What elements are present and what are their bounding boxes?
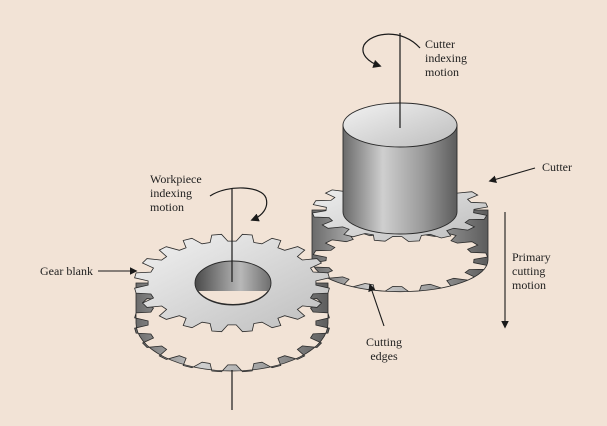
- workpiece-rotation-arrow: [209, 187, 268, 222]
- primary-cutting-line-2: cutting: [512, 264, 546, 278]
- cutting-edges-line-2: edges: [370, 349, 398, 363]
- cutter-rotation-arrow: [362, 33, 421, 68]
- cutter-leader-arrow: [488, 167, 536, 183]
- cutter-indexing-line-1: Cutter: [425, 37, 455, 51]
- cutter-gear: [311, 102, 489, 293]
- workpiece-indexing-motion-label: Workpiece indexing motion: [150, 172, 202, 214]
- primary-cutting-line-1: Primary: [512, 250, 551, 264]
- primary-cutting-line-3: motion: [512, 278, 547, 292]
- cutting-edges-line-1: Cutting: [365, 335, 402, 349]
- gear-blank-bore-bottom: [197, 290, 269, 305]
- cutting-edges-leader-arrow: [368, 283, 385, 327]
- cutter-shank-side: [342, 124, 458, 235]
- cutter-label: Cutter: [542, 160, 572, 174]
- cutter-indexing-line-2: indexing: [425, 51, 467, 65]
- cutter-indexing-line-3: motion: [425, 65, 460, 79]
- gear-blank-label: Gear blank: [40, 264, 93, 278]
- workpiece-indexing-line-1: Workpiece: [150, 172, 202, 186]
- primary-cutting-motion-label: Primary cutting motion: [512, 250, 551, 292]
- workpiece-indexing-line-2: indexing: [150, 186, 192, 200]
- cutter-indexing-motion-label: Cutter indexing motion: [425, 37, 467, 79]
- workpiece-indexing-line-3: motion: [150, 200, 185, 214]
- cutting-edges-label: Cutting edges: [356, 335, 412, 363]
- gear-blank: [134, 233, 330, 373]
